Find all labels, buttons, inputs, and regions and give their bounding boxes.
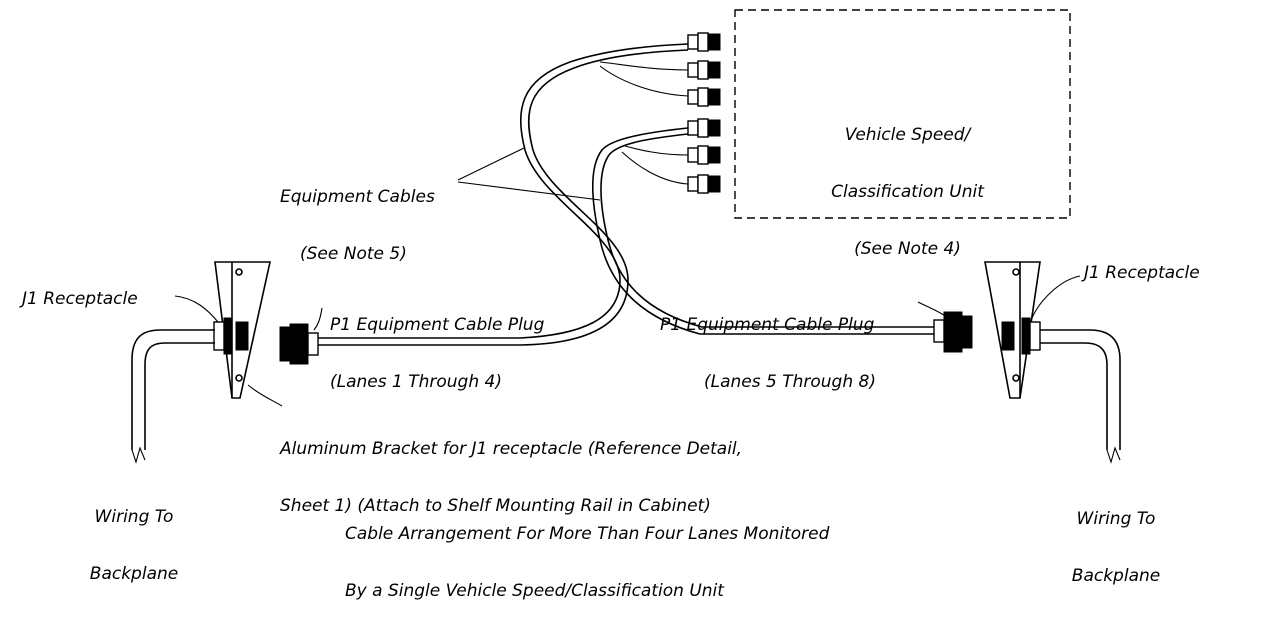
equipment-cables-leader-2 — [457, 181, 601, 201]
vehicle-unit-line2: Classification Unit — [831, 182, 984, 202]
cable-arrangement-diagram — [131, 9, 1121, 464]
j1-receptacle-left-label: J1 Receptacle — [22, 289, 138, 309]
wiring-left-label: Wiring To Backplane — [78, 470, 190, 603]
left-p1-plug — [279, 307, 323, 365]
unit-connectors — [687, 32, 721, 194]
caption-line1: Cable Arrangement For More Than Four Lan… — [345, 524, 830, 544]
equipment-cables-line1: Equipment Cables — [280, 187, 435, 207]
vehicle-unit-label: Vehicle Speed/ Classification Unit (See … — [800, 88, 1015, 278]
caption-line2: By a Single Vehicle Speed/Classification… — [345, 581, 724, 601]
equipment-cables-line2: (See Note 5) — [300, 244, 407, 264]
p1-plug-right-line1: P1 Equipment Cable Plug — [660, 315, 875, 335]
wiring-left-line2: Backplane — [89, 564, 179, 584]
equipment-cables-leader-1 — [457, 147, 525, 181]
bracket-line2: Sheet 1) (Attach to Shelf Mounting Rail … — [280, 496, 711, 516]
lower-cable-bundle — [591, 127, 945, 335]
diagram-caption: Cable Arrangement For More Than Four Lan… — [345, 487, 829, 620]
wiring-right-label: Wiring To Backplane — [1060, 472, 1172, 605]
right-bracket — [984, 261, 1081, 399]
bracket-label: Aluminum Bracket for J1 receptacle (Refe… — [280, 402, 742, 535]
p1-plug-left-label: P1 Equipment Cable Plug (Lanes 1 Through… — [330, 278, 544, 411]
p1-plug-left-line1: P1 Equipment Cable Plug — [330, 315, 545, 335]
equipment-cables-label: Equipment Cables (See Note 5) — [280, 150, 435, 283]
wiring-left-line1: Wiring To — [94, 507, 174, 527]
vehicle-unit-line1: Vehicle Speed/ — [844, 125, 971, 145]
p1-plug-left-line2: (Lanes 1 Through 4) — [330, 372, 502, 392]
j1-receptacle-right-label: J1 Receptacle — [1084, 263, 1200, 283]
upper-cable-bundle — [315, 43, 689, 346]
right-p1-plug — [917, 301, 973, 353]
wiring-right-line1: Wiring To — [1076, 509, 1156, 529]
vehicle-unit-box — [734, 9, 1071, 219]
p1-plug-right-label: P1 Equipment Cable Plug (Lanes 5 Through… — [660, 278, 876, 411]
left-wiring — [131, 329, 215, 464]
vehicle-unit-line3: (See Note 4) — [854, 239, 961, 259]
bracket-line1: Aluminum Bracket for J1 receptacle (Refe… — [280, 439, 743, 459]
left-bracket — [174, 261, 283, 407]
p1-plug-right-line2: (Lanes 5 Through 8) — [704, 372, 876, 392]
wiring-right-line2: Backplane — [1071, 566, 1161, 586]
right-wiring — [1040, 329, 1121, 464]
